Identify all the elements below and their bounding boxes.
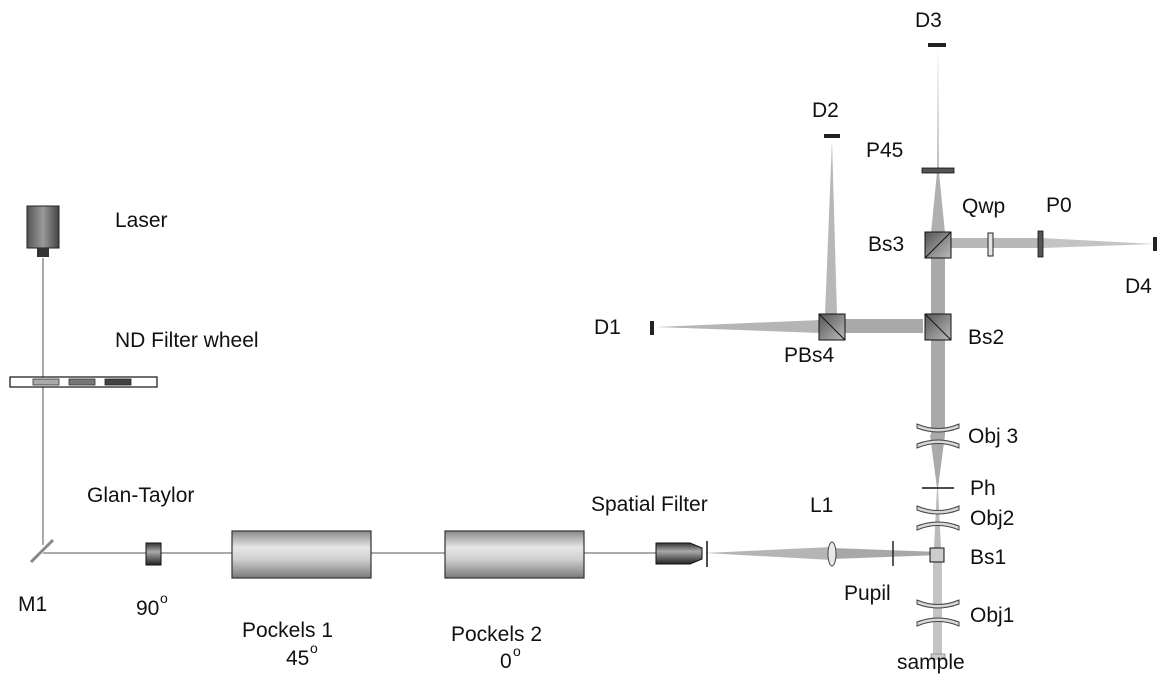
label-gt-angle: 90	[136, 597, 159, 620]
label-obj2: Obj2	[970, 507, 1014, 530]
label-bs3: Bs3	[868, 233, 904, 256]
label-d2: D2	[812, 99, 839, 122]
beam-p0-to-d4	[1042, 238, 1154, 248]
beam-splitter-bs2	[924, 313, 952, 341]
beam-pbs4-to-d1	[656, 320, 820, 333]
label-d4: D4	[1125, 275, 1152, 298]
label-laser: Laser	[115, 209, 168, 232]
detector-d1	[650, 321, 654, 335]
labels: Laser ND Filter wheel Glan-Taylor M1 90 …	[18, 9, 1152, 674]
objective-obj2	[916, 505, 960, 531]
label-sample: sample	[897, 651, 965, 674]
detector-d2	[824, 134, 840, 138]
label-gt-degree: o	[160, 590, 168, 606]
sample	[930, 653, 946, 660]
beam-splitter-bs3	[924, 231, 952, 259]
label-bs2: Bs2	[968, 326, 1004, 349]
pockels-cell-2	[444, 530, 585, 579]
beam-splitter-bs1	[929, 547, 945, 563]
label-m1: M1	[18, 593, 47, 616]
beam-p45-to-d3	[937, 46, 939, 170]
objective-obj3	[916, 423, 960, 449]
beam-bs3-to-p45	[931, 172, 945, 233]
beam-l1-to-bs1	[832, 548, 940, 559]
label-pupil: Pupil	[844, 582, 891, 605]
polarizing-beam-splitter-pbs4	[818, 313, 846, 341]
pockels-cell-1	[231, 530, 372, 579]
label-obj3: Obj 3	[968, 425, 1018, 448]
objective-obj1	[916, 599, 960, 627]
label-nd-filter-wheel: ND Filter wheel	[115, 329, 259, 352]
beam-bs3-to-p0	[950, 238, 1042, 248]
label-p0: P0	[1046, 194, 1072, 217]
label-bs1: Bs1	[970, 546, 1006, 569]
detector-d4	[1153, 237, 1157, 251]
mirror-m1	[29, 538, 55, 564]
label-l1: L1	[810, 494, 833, 517]
spatial-filter	[655, 541, 708, 567]
label-pockels-1: Pockels 1	[242, 619, 333, 642]
beam-expanding-to-l1	[705, 547, 832, 560]
beam-pbs4-to-d2	[825, 140, 837, 315]
laser	[26, 205, 60, 257]
beam-obj3-to-bs2	[931, 336, 945, 436]
beam-bs2-to-pbs4	[843, 319, 923, 333]
label-d1: D1	[594, 316, 621, 339]
label-pbs4: PBs4	[784, 344, 835, 367]
label-pockels2-angle: 0	[500, 650, 512, 673]
label-qwp: Qwp	[962, 195, 1005, 218]
beam-ph-to-obj3	[930, 435, 945, 488]
beam-bs1-to-ph	[934, 488, 941, 548]
polarizer-p0	[1037, 230, 1044, 258]
label-ph: Ph	[970, 477, 996, 500]
polarizer-p45	[921, 167, 955, 174]
lens-l1	[827, 541, 837, 567]
label-pockels1-angle: 45	[286, 647, 309, 670]
label-d3: D3	[915, 9, 942, 32]
glan-taylor-polarizer	[145, 542, 162, 566]
label-pockels-2: Pockels 2	[451, 623, 542, 646]
label-p45: P45	[866, 139, 903, 162]
detector-d3	[928, 43, 946, 47]
beam-bs2-to-bs3	[931, 254, 945, 314]
label-pockels1-degree: o	[310, 640, 318, 656]
label-pockels2-degree: o	[513, 643, 521, 659]
label-spatial-filter: Spatial Filter	[591, 493, 708, 516]
nd-filter-wheel	[9, 376, 158, 388]
label-obj1: Obj1	[970, 604, 1014, 627]
label-glan-taylor: Glan-Taylor	[87, 484, 194, 507]
quarter-wave-plate	[987, 232, 994, 257]
